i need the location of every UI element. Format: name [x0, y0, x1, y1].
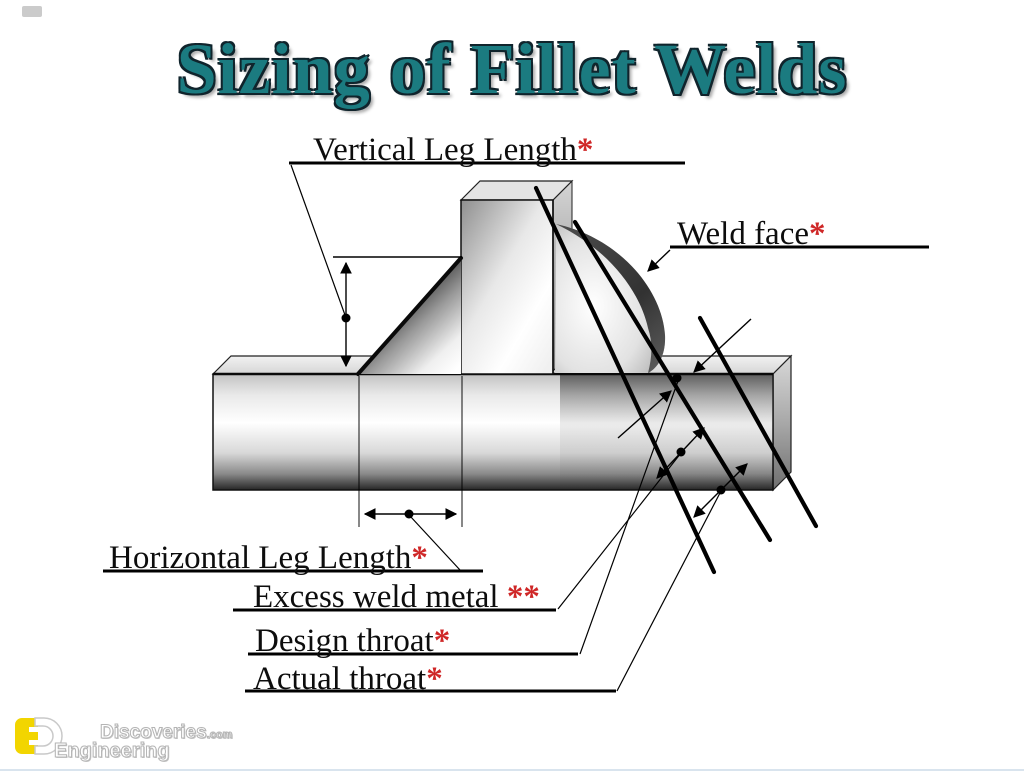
label-design-throat: Design throat*: [255, 625, 450, 658]
brand-discoveries: Discoveries.com: [100, 722, 233, 744]
horizontal-leg-dimension: [358, 376, 463, 571]
dim-dot: [676, 447, 686, 457]
letter-d-shape: [34, 717, 63, 755]
dim-dot: [341, 313, 351, 323]
asterisk: *: [411, 540, 428, 576]
upper-root-arrow: [693, 318, 752, 373]
root-pointer-arrow: [617, 390, 672, 439]
label-excess-weld-metal: Excess weld metal **: [253, 581, 540, 614]
bottom-divider: [0, 769, 1024, 771]
label-leaders: [557, 249, 722, 692]
brand-top-text: Discoveries: [100, 722, 208, 744]
dim-dot: [716, 485, 726, 495]
label-horizontal-leg-length: Horizontal Leg Length*: [109, 542, 428, 575]
horizontal-leg-leader: [409, 515, 461, 571]
label-text: Weld face: [677, 216, 809, 252]
actual-throat-leader: [616, 490, 722, 692]
root-dot: [672, 373, 682, 383]
asterisk: *: [426, 661, 443, 697]
label-actual-throat: Actual throat*: [253, 663, 443, 696]
weld-face-arrow: [647, 249, 671, 272]
label-weld-face: Weld face*: [677, 218, 826, 251]
asterisk: *: [809, 216, 826, 252]
asterisk: *: [576, 132, 594, 168]
page-title: Sizing of Fillet Welds: [176, 29, 848, 109]
label-text: Actual throat: [253, 661, 427, 697]
vertical-leg-dimension: [290, 164, 462, 368]
vertical-leg-leader: [290, 164, 346, 316]
label-underlines: [103, 161, 929, 693]
brand-top-suffix: .com: [206, 729, 233, 742]
design-surface-line: [533, 185, 717, 575]
actual-surface-line: [697, 315, 819, 529]
label-text: Horizontal Leg Length: [109, 540, 412, 576]
label-text: Vertical Leg Length: [313, 132, 577, 168]
scan-artifact: [22, 6, 42, 17]
asterisk: *: [433, 623, 451, 659]
asterisk: **: [506, 579, 540, 615]
letter-e-shape: [15, 718, 38, 754]
brand-engineering: Engineering: [54, 740, 171, 763]
label-text: Excess weld metal: [253, 579, 507, 615]
label-vertical-leg-length: Vertical Leg Length*: [313, 134, 593, 167]
design-throat-leader: [579, 380, 679, 655]
label-text: Design throat: [255, 623, 434, 659]
watermark-logo: Discoveries.com Engineering: [8, 714, 258, 768]
dim-dot: [404, 509, 414, 519]
excess-leader: [557, 452, 682, 610]
fillet-weld-triangle: [356, 256, 463, 376]
base-plate: [211, 354, 793, 492]
brand-ed-icon: [15, 717, 63, 755]
